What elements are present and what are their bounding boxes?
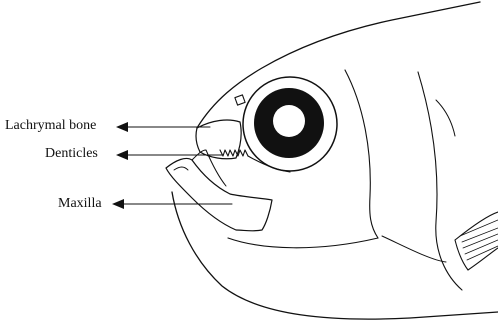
pectoral-fin — [455, 212, 498, 270]
head-outline — [197, 2, 480, 128]
cheek-line — [228, 238, 378, 248]
arrowheads — [112, 122, 128, 209]
maxilla — [166, 158, 272, 230]
denticles — [220, 150, 248, 156]
maxilla-inner — [174, 167, 188, 170]
opercle-spine — [436, 100, 455, 136]
label-lachrymal-bone: Lachrymal bone — [5, 118, 96, 134]
pectoral-fin-rays — [460, 220, 498, 260]
denticles-arrowhead — [116, 150, 128, 160]
jaw-line — [248, 156, 290, 172]
eye-pupil — [273, 105, 305, 137]
maxilla-arrowhead — [112, 199, 124, 209]
throat-outline — [172, 192, 498, 319]
preopercle-line — [345, 70, 378, 238]
nasal-mark — [235, 95, 245, 105]
label-denticles: Denticles — [45, 146, 98, 162]
leader-lines — [120, 127, 232, 204]
label-maxilla: Maxilla — [58, 196, 102, 212]
lachrymal-arrowhead — [116, 122, 128, 132]
